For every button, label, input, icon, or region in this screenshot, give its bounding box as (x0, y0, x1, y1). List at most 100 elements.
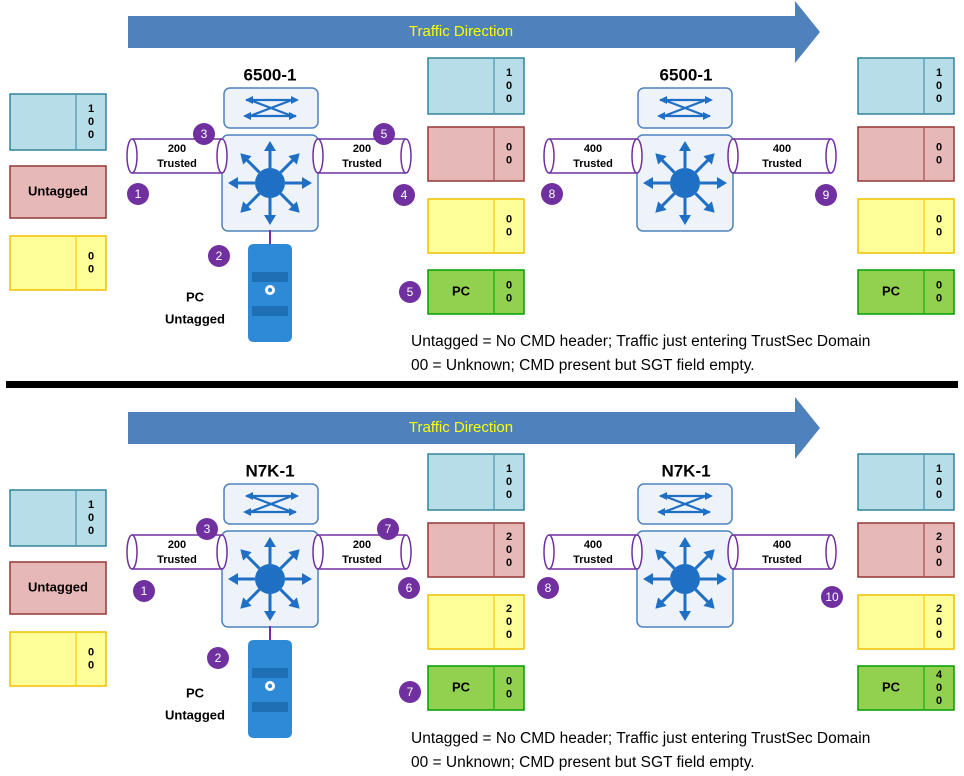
arrowhead (679, 215, 691, 225)
pc-label-line: PC (186, 685, 205, 700)
sgt-digit: 0 (506, 80, 512, 92)
step-marker: 8 (541, 183, 563, 205)
sgt-digit: 0 (936, 695, 942, 707)
marker-number: 5 (407, 285, 414, 299)
step-marker: 10 (821, 586, 843, 608)
link-trust-state: Trusted (157, 554, 197, 566)
link-end-left (312, 534, 324, 570)
sgt-digit: 2 (506, 603, 512, 615)
frame-blue: 100 (427, 57, 525, 115)
sgt-digit: 0 (936, 476, 942, 488)
frame-box (427, 198, 525, 254)
frame-box (427, 594, 525, 650)
frame-blue: 100 (857, 57, 955, 115)
arrowhead (240, 153, 252, 165)
link-end-right (631, 138, 643, 174)
frame-box (857, 522, 955, 578)
marker-circle (399, 281, 421, 303)
sgt-digit: 0 (506, 93, 512, 105)
switch-left-title: 6500-1 (244, 65, 297, 84)
arrowhead (679, 141, 691, 151)
sgt-digit: 1 (936, 67, 942, 79)
link-end-right (216, 138, 228, 174)
sgt-digit: 0 (506, 489, 512, 501)
link-trust-state: Trusted (342, 158, 382, 170)
sgt-digit: 1 (506, 463, 512, 475)
sgt-digit: 0 (88, 250, 94, 262)
marker-circle (541, 183, 563, 205)
marker-circle (133, 580, 155, 602)
marker-number: 8 (545, 581, 552, 595)
marker-number: 3 (204, 522, 211, 536)
traffic-direction-label: Traffic Direction (409, 419, 513, 436)
sgt-digit: 0 (936, 544, 942, 556)
traffic-direction-arrow: Traffic Direction (128, 397, 820, 459)
pc-label-line: PC (186, 289, 205, 304)
sgt-digit: 4 (936, 669, 943, 681)
sgt-digit: 0 (936, 682, 942, 694)
pc-server-icon (248, 626, 292, 738)
sgt-digit: 0 (506, 476, 512, 488)
arrowhead (657, 112, 665, 120)
marker-circle (537, 577, 559, 599)
arrowhead (302, 573, 312, 585)
link-end-right (631, 534, 643, 570)
link-trust-state: Trusted (157, 158, 197, 170)
arrowhead (291, 492, 299, 500)
step-marker: 2 (207, 647, 229, 669)
sgt-digit: 0 (936, 557, 942, 569)
frame-yellow: 200 (427, 594, 525, 650)
marker-number: 7 (385, 522, 392, 536)
arrowhead (703, 549, 715, 561)
switch-left-title: N7K-1 (245, 461, 294, 480)
arrowhead (705, 492, 713, 500)
arrowhead (717, 177, 727, 189)
link-sgt-value: 400 (584, 539, 602, 551)
frame-box (427, 57, 525, 115)
arrowhead (302, 177, 312, 189)
link-end-left (727, 534, 739, 570)
arrowhead (659, 492, 667, 500)
sgt-digit: 0 (88, 512, 94, 524)
arrowhead (655, 201, 667, 213)
step-marker: 1 (133, 580, 155, 602)
frame-yellow: 200 (857, 594, 955, 650)
arrowhead (245, 492, 253, 500)
arrowhead (643, 177, 653, 189)
marker-circle (207, 647, 229, 669)
frame-blue: 100 (9, 93, 107, 151)
switch-hub (255, 168, 285, 198)
layer2-switch-icon (637, 87, 733, 129)
legend-unknown-note: 00 = Unknown; CMD present but SGT field … (411, 754, 755, 771)
sgt-digit: 0 (506, 544, 512, 556)
arrowhead (289, 112, 297, 120)
arrowhead (703, 597, 715, 609)
marker-circle (398, 577, 420, 599)
marker-circle (393, 184, 415, 206)
marker-circle (208, 245, 230, 267)
server-band (252, 306, 288, 316)
link-sgt-value: 400 (773, 539, 791, 551)
legend-unknown-note: 00 = Unknown; CMD present but SGT field … (411, 357, 755, 374)
marker-number: 3 (201, 127, 208, 141)
frame-red: 200 (427, 522, 525, 578)
link-end-left (727, 138, 739, 174)
arrowhead (703, 112, 711, 120)
arrowhead (659, 96, 667, 104)
frame-red-untagged: Untagged (9, 165, 107, 219)
marker-number: 7 (407, 685, 414, 699)
sgt-digit: 2 (936, 531, 942, 543)
frame-box (857, 126, 955, 182)
marker-circle (193, 123, 215, 145)
frame-untagged-label: Untagged (28, 183, 88, 198)
marker-circle (821, 586, 843, 608)
sgt-digit: 0 (936, 292, 942, 304)
link-end-right (216, 534, 228, 570)
sgt-digit: 0 (936, 616, 942, 628)
frame-box (9, 235, 107, 291)
